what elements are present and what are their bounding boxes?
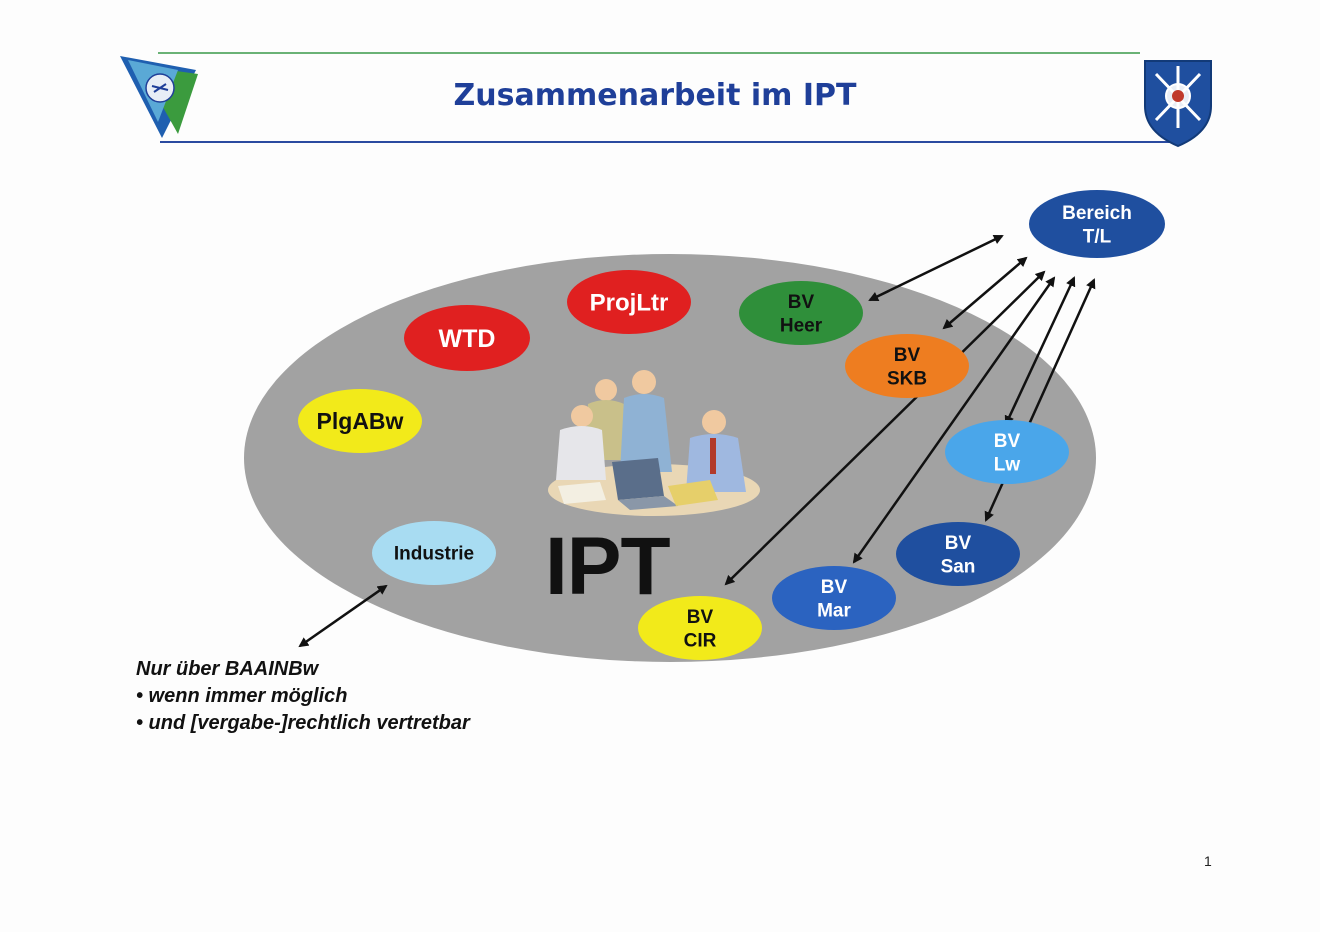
node-bv-mar-shape	[772, 566, 896, 630]
page-number: 1	[1204, 853, 1212, 869]
node-bv-cir-label: BV	[687, 607, 714, 628]
note-line-2: • wenn immer möglich	[136, 685, 348, 707]
node-bv-mar-label: BV	[821, 577, 848, 598]
node-bv-san-label: BV	[945, 533, 972, 554]
node-projltr-shape	[567, 270, 691, 334]
node-bv-lw: BV Lw	[945, 420, 1069, 484]
industry-note: Nur über BAAINBw • wenn immer möglich • …	[136, 656, 470, 737]
arrow-industrie-note	[298, 584, 388, 648]
node-bv-skb: BV SKB	[845, 334, 969, 398]
arrow-bereich-tl-bv-skb	[942, 256, 1028, 330]
node-bereich-tl-shape	[1029, 190, 1165, 258]
node-bv-skb-shape	[845, 334, 969, 398]
node-bv-cir: BV CIR	[638, 596, 762, 660]
node-wtd-shape	[404, 305, 530, 371]
note-line-3: • und [vergabe-]rechtlich vertretbar	[136, 712, 470, 734]
arrow-bereich-tl-bv-heer	[868, 234, 1004, 302]
node-bv-heer-shape	[739, 281, 863, 345]
node-projltr: ProjLtr	[567, 270, 691, 334]
node-bereich-tl-label: Bereich	[1062, 203, 1132, 224]
node-bv-heer-label: BV	[788, 292, 815, 313]
triangle-emblem-icon	[120, 56, 198, 138]
node-wtd: WTD	[404, 305, 530, 371]
node-bv-san-label: San	[941, 557, 976, 578]
node-bv-lw-shape	[945, 420, 1069, 484]
node-industrie: Industrie	[372, 521, 496, 585]
team-meeting-clipart-icon	[548, 370, 760, 516]
node-bv-heer-label: Heer	[780, 316, 823, 337]
node-bereich-tl-label: T/L	[1083, 227, 1112, 248]
node-plgabw-label: PlgABw	[317, 408, 404, 434]
note-line-1: Nur über BAAINBw	[136, 658, 319, 680]
node-bv-mar: BV Mar	[772, 566, 896, 630]
node-plgabw: PlgABw	[298, 389, 422, 453]
node-industrie-shape	[372, 521, 496, 585]
node-projltr-label: ProjLtr	[590, 289, 669, 316]
node-bv-san-shape	[896, 522, 1020, 586]
node-bv-cir-label: CIR	[684, 631, 717, 652]
node-industrie-label: Industrie	[394, 544, 474, 565]
node-bv-lw-label: Lw	[994, 455, 1021, 476]
arrow-bereich-tl-bv-san	[984, 278, 1096, 522]
shield-crest-icon	[1144, 60, 1212, 148]
node-bv-skb-label: BV	[894, 345, 921, 366]
node-plgabw-shape	[298, 389, 422, 453]
node-bv-cir-shape	[638, 596, 762, 660]
node-bv-lw-label: BV	[994, 431, 1021, 452]
node-wtd-label: WTD	[439, 325, 496, 353]
node-bv-san: BV San	[896, 522, 1020, 586]
node-bv-skb-label: SKB	[887, 369, 927, 390]
node-bv-mar-label: Mar	[817, 601, 851, 622]
ipt-label: IPT	[545, 521, 671, 612]
node-bv-heer: BV Heer	[739, 281, 863, 345]
page-title: Zusammenarbeit im IPT	[453, 78, 857, 113]
